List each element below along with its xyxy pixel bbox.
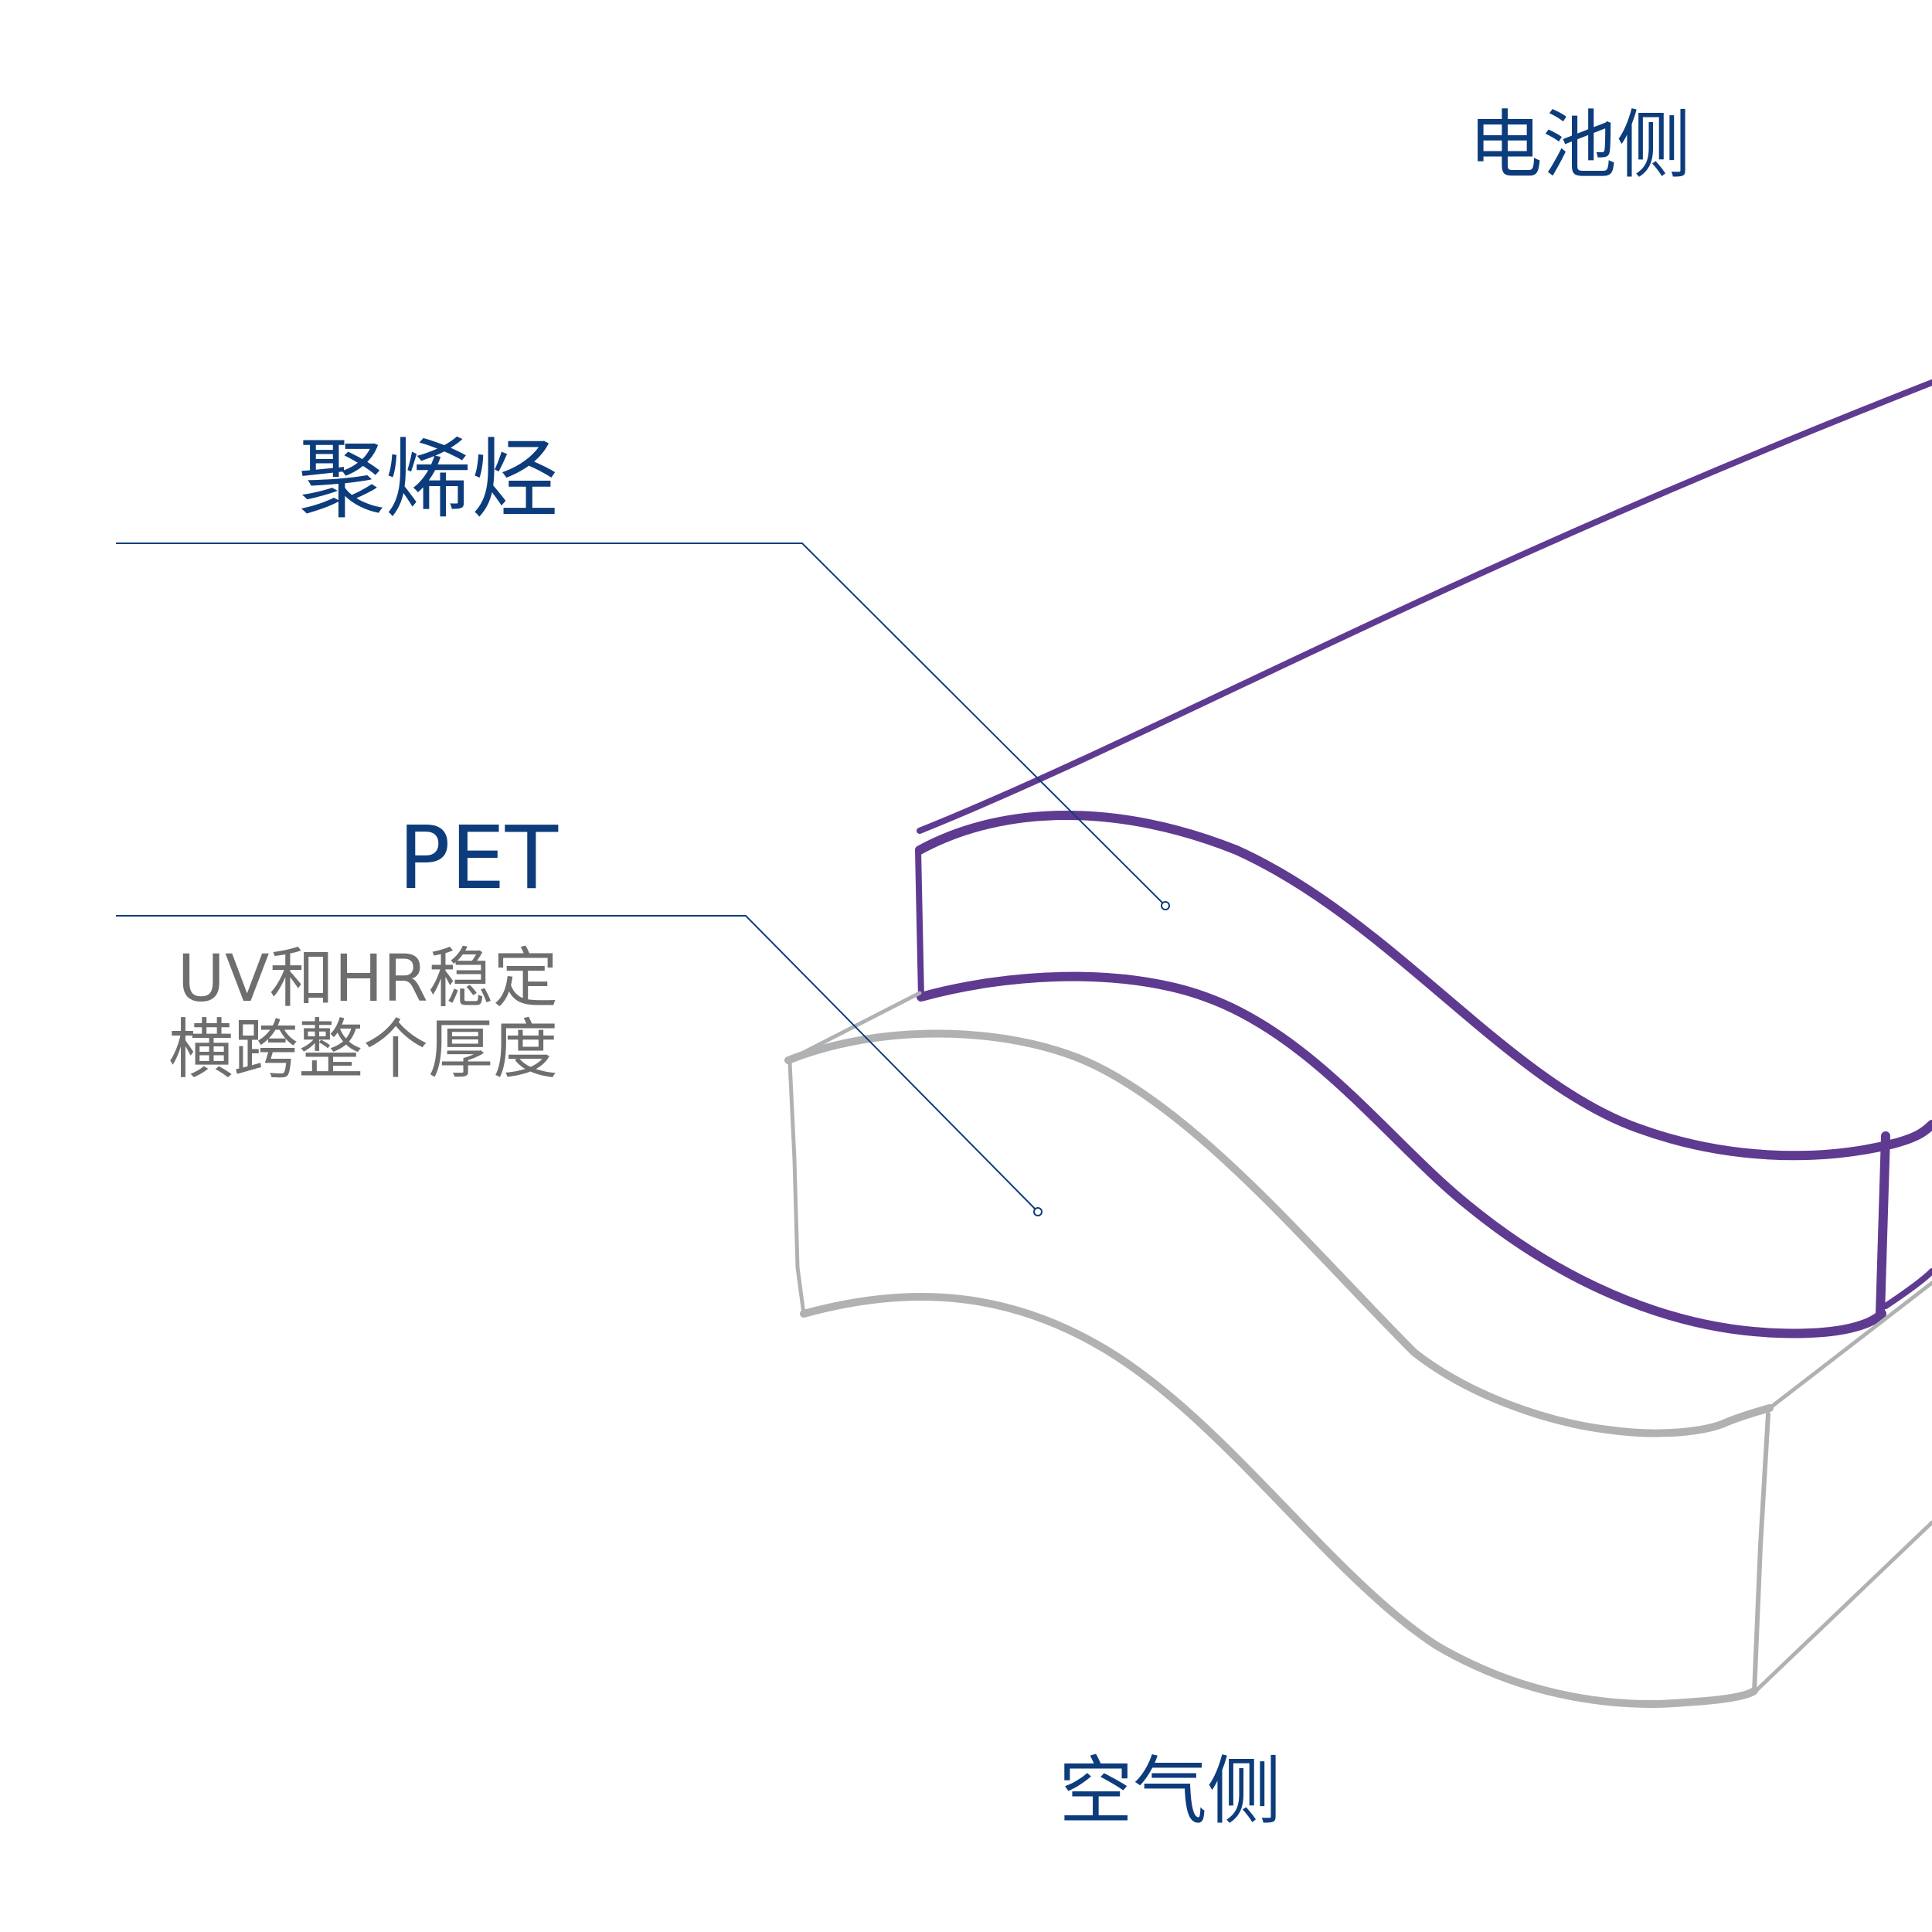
battery-side-label: 电池侧 bbox=[1468, 102, 1691, 189]
pet-description: UV和HR稳定 横跨整个厚度 bbox=[168, 943, 558, 1086]
polyolefin-leader-line bbox=[116, 543, 1166, 906]
pet-bottom-front-edge bbox=[800, 1292, 1758, 1708]
polyolefin-right-back-edge bbox=[1883, 1268, 1932, 1309]
pet-right-top-back-edge bbox=[1767, 1281, 1932, 1410]
polyolefin-top-back-edge bbox=[917, 379, 1932, 834]
polyolefin-right-edge bbox=[1876, 1131, 1890, 1318]
pet-top-front-edge bbox=[784, 1029, 1774, 1437]
pet-leader-line bbox=[116, 915, 1039, 1213]
polyolefin-top-front-edge bbox=[915, 811, 1932, 1161]
pet-right-bottom-back-edge bbox=[1752, 1520, 1932, 1695]
polyolefin-leader-dot bbox=[1161, 901, 1170, 910]
polyolefin-bottom-front-edge bbox=[917, 971, 1886, 1338]
pet-description-line1: UV和HR稳定 bbox=[177, 940, 558, 1016]
pet-description-line2: 横跨整个厚度 bbox=[168, 1012, 558, 1088]
polyolefin-left-edge bbox=[915, 847, 924, 1000]
polyolefin-label: 聚烯烃 bbox=[298, 430, 558, 530]
pet-left-edge bbox=[787, 1060, 806, 1316]
air-side-label: 空气侧 bbox=[1059, 1748, 1281, 1835]
pet-leader-dot bbox=[1033, 1207, 1043, 1216]
pet-label: PET bbox=[398, 808, 558, 909]
pet-right-edge bbox=[1752, 1412, 1770, 1695]
